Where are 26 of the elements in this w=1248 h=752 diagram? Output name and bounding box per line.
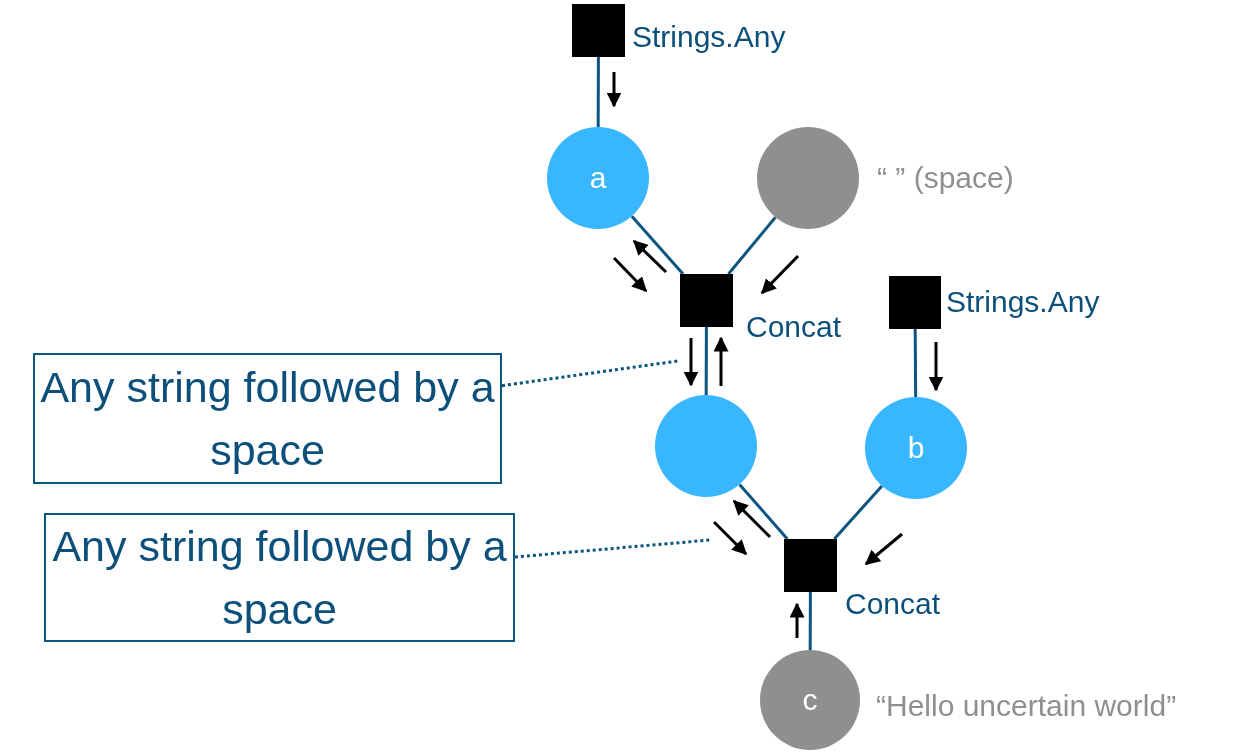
node-label: Concat [845,589,941,619]
factor-square [572,4,625,57]
callout-box [33,353,502,484]
factor-square [680,274,733,327]
connector-line [630,215,685,275]
node-label: “ ” (space) [877,163,1014,193]
factor-square [784,539,837,592]
factor-square [889,276,941,329]
connector-line [727,216,777,275]
connector-line [833,484,884,540]
variable-label: c [802,683,818,717]
callout-text: Any string followed by a space [51,521,508,635]
variable-label: a [589,161,607,195]
node-label: “Hello uncertain world” [876,691,1177,721]
node-label: Strings.Any [946,287,1100,317]
connector-line [913,329,918,397]
node-label: Concat [746,312,842,342]
connector-line [596,57,600,127]
leader-line [514,538,711,559]
callout-text: Any string followed by a space [39,362,496,476]
connector-line [738,483,789,540]
variable-label: b [907,431,925,465]
leader-line [501,359,679,388]
connector-line [704,327,708,395]
node-label: Strings.Any [632,22,786,52]
connector-line [808,592,812,650]
